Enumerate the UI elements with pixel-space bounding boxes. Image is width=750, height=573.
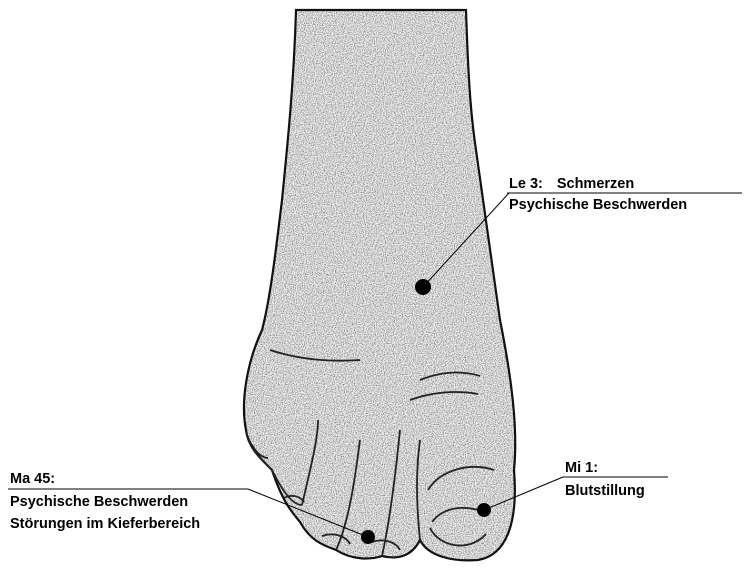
ma45-title: Ma 45: [10,470,55,488]
mi1-point-marker [477,503,491,517]
mi1-title: Mi 1: [565,459,598,477]
ma45-line1: Psychische Beschwerden [10,493,188,511]
le3-title-row: Le 3: Schmerzen [509,175,634,193]
ma45-line2: Störungen im Kieferbereich [10,515,200,533]
le3-line2: Psychische Beschwerden [509,196,687,214]
le3-point-marker [415,279,431,295]
ma45-point-marker [361,530,375,544]
le3-line1: Schmerzen [557,176,634,192]
mi1-line1: Blutstillung [565,482,645,500]
le3-title: Le 3: [509,176,543,192]
foot-shape [230,0,530,568]
